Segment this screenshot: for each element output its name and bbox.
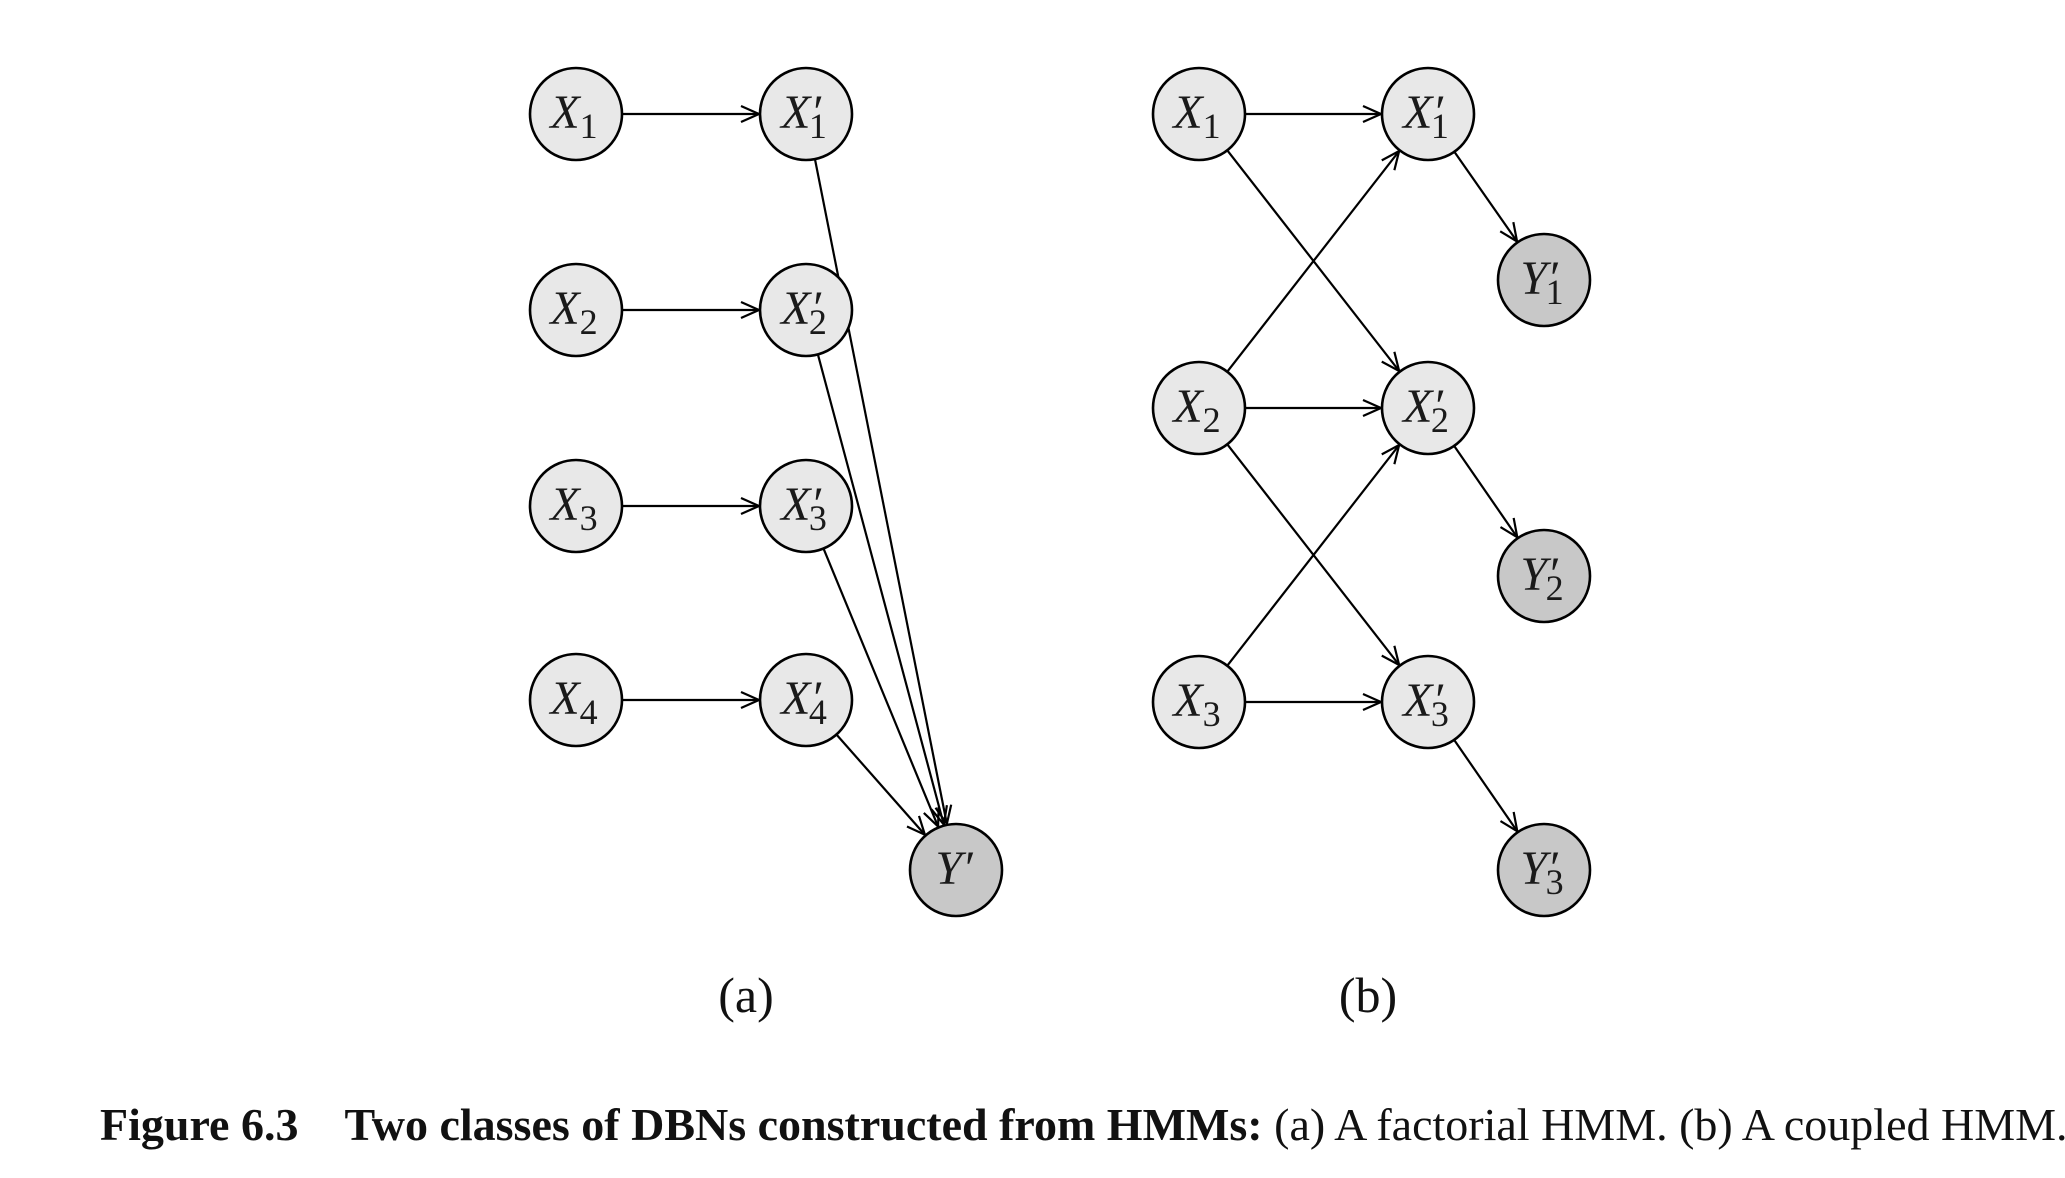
node-circle	[1496, 822, 1592, 918]
node-label: X′1	[1401, 86, 1449, 146]
edge-b-x2p-to-b-y2p	[1453, 445, 1517, 537]
node-circle	[1496, 232, 1592, 328]
node-circle	[528, 262, 624, 358]
node-circle	[1380, 66, 1476, 162]
caption-figure-number: Figure 6.3	[100, 1099, 299, 1150]
node-b-x2: X2	[1151, 360, 1247, 456]
edge-b-x2-to-b-x1p	[1226, 151, 1399, 373]
edge-a-x4p-to-a-yp	[835, 733, 924, 834]
node-label: X′2	[779, 282, 827, 342]
edge-b-x1p-to-b-y1p	[1453, 151, 1517, 242]
node-label: X′1	[779, 86, 827, 146]
figure-caption: Figure 6.3 Two classes of DBNs constructe…	[100, 1098, 2065, 1151]
node-circle	[758, 652, 854, 748]
node-circle	[528, 66, 624, 162]
node-circle	[758, 262, 854, 358]
edges-layer	[622, 114, 1517, 835]
node-circle	[1380, 360, 1476, 456]
node-label: X′2	[1401, 380, 1449, 440]
node-b-x3: X3	[1151, 654, 1247, 750]
node-label: X′4	[779, 672, 827, 732]
caption-text: (a) A factorial HMM. (b) A coupled HMM.	[1274, 1099, 2065, 1150]
node-circle	[908, 822, 1004, 918]
caption-title: Two classes of DBNs constructed from HMM…	[344, 1099, 1263, 1150]
node-a-x2: X2	[528, 262, 624, 358]
node-a-x4: X4	[528, 652, 624, 748]
node-b-x1: X1	[1151, 66, 1247, 162]
node-a-x4p: X′4	[758, 652, 854, 748]
nodes-layer: X1X2X3X4X′1X′2X′3X′4Y′X1X2X3X′1X′2X′3Y′1…	[528, 66, 1592, 918]
edge-a-x1p-to-a-yp	[813, 158, 947, 824]
node-label: Y′	[935, 842, 974, 895]
node-label: Y′3	[1520, 842, 1563, 902]
node-label: X′3	[779, 478, 827, 538]
node-b-y1p: Y′1	[1496, 232, 1592, 328]
node-a-x1: X1	[528, 66, 624, 162]
panel-label-a: (a)	[718, 967, 774, 1023]
node-b-y2p: Y′2	[1496, 528, 1592, 624]
node-label: X2	[548, 282, 597, 342]
node-a-x2p: X′2	[758, 262, 854, 358]
edge-a-x2p-to-a-yp	[816, 354, 944, 824]
edge-b-x3-to-b-x2p	[1226, 445, 1399, 667]
node-a-x3p: X′3	[758, 458, 854, 554]
node-label: Y′1	[1520, 252, 1563, 312]
node-b-x1p: X′1	[1380, 66, 1476, 162]
node-circle	[758, 66, 854, 162]
node-label: Y′2	[1520, 548, 1563, 608]
node-circle	[1151, 654, 1247, 750]
node-b-x3p: X′3	[1380, 654, 1476, 750]
node-circle	[1496, 528, 1592, 624]
node-circle	[1151, 66, 1247, 162]
node-circle	[528, 458, 624, 554]
panel-label-b: (b)	[1339, 967, 1397, 1023]
node-circle	[1380, 654, 1476, 750]
node-circle	[528, 652, 624, 748]
node-a-x1p: X′1	[758, 66, 854, 162]
node-circle	[758, 458, 854, 554]
edge-b-x3p-to-b-y3p	[1453, 739, 1517, 831]
node-label: X′3	[1401, 674, 1449, 734]
node-b-y3p: Y′3	[1496, 822, 1592, 918]
node-a-x3: X3	[528, 458, 624, 554]
node-b-x2p: X′2	[1380, 360, 1476, 456]
node-a-yp: Y′	[908, 822, 1004, 918]
edge-a-x3p-to-a-yp	[822, 548, 939, 827]
node-circle	[1151, 360, 1247, 456]
